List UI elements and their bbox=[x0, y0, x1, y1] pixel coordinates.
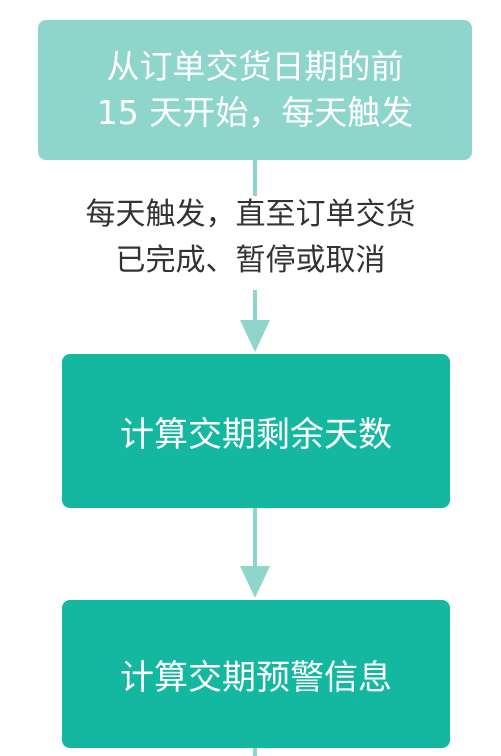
arrowhead-down-icon bbox=[240, 566, 270, 598]
start-node: 从订单交货日期的前 15 天开始，每天触发 bbox=[38, 20, 472, 160]
step-alert-label: 计算交期预警信息 bbox=[120, 657, 392, 698]
edge-label-line1: 每天触发，直至订单交货 bbox=[85, 197, 416, 232]
edge-label: 每天触发，直至订单交货 已完成、暂停或取消 bbox=[0, 192, 501, 284]
step-calc-label: 计算交期剩余天数 bbox=[120, 414, 392, 455]
step-calc-remaining-days: 计算交期剩余天数 bbox=[62, 354, 450, 508]
arrowhead-down-icon bbox=[240, 320, 270, 352]
step-calc-alert-info: 计算交期预警信息 bbox=[62, 600, 450, 748]
edge-label-line2: 已完成、暂停或取消 bbox=[115, 243, 386, 278]
start-node-line2: 15 天开始，每天触发 bbox=[96, 93, 414, 132]
start-node-line1: 从订单交货日期的前 bbox=[106, 47, 404, 86]
